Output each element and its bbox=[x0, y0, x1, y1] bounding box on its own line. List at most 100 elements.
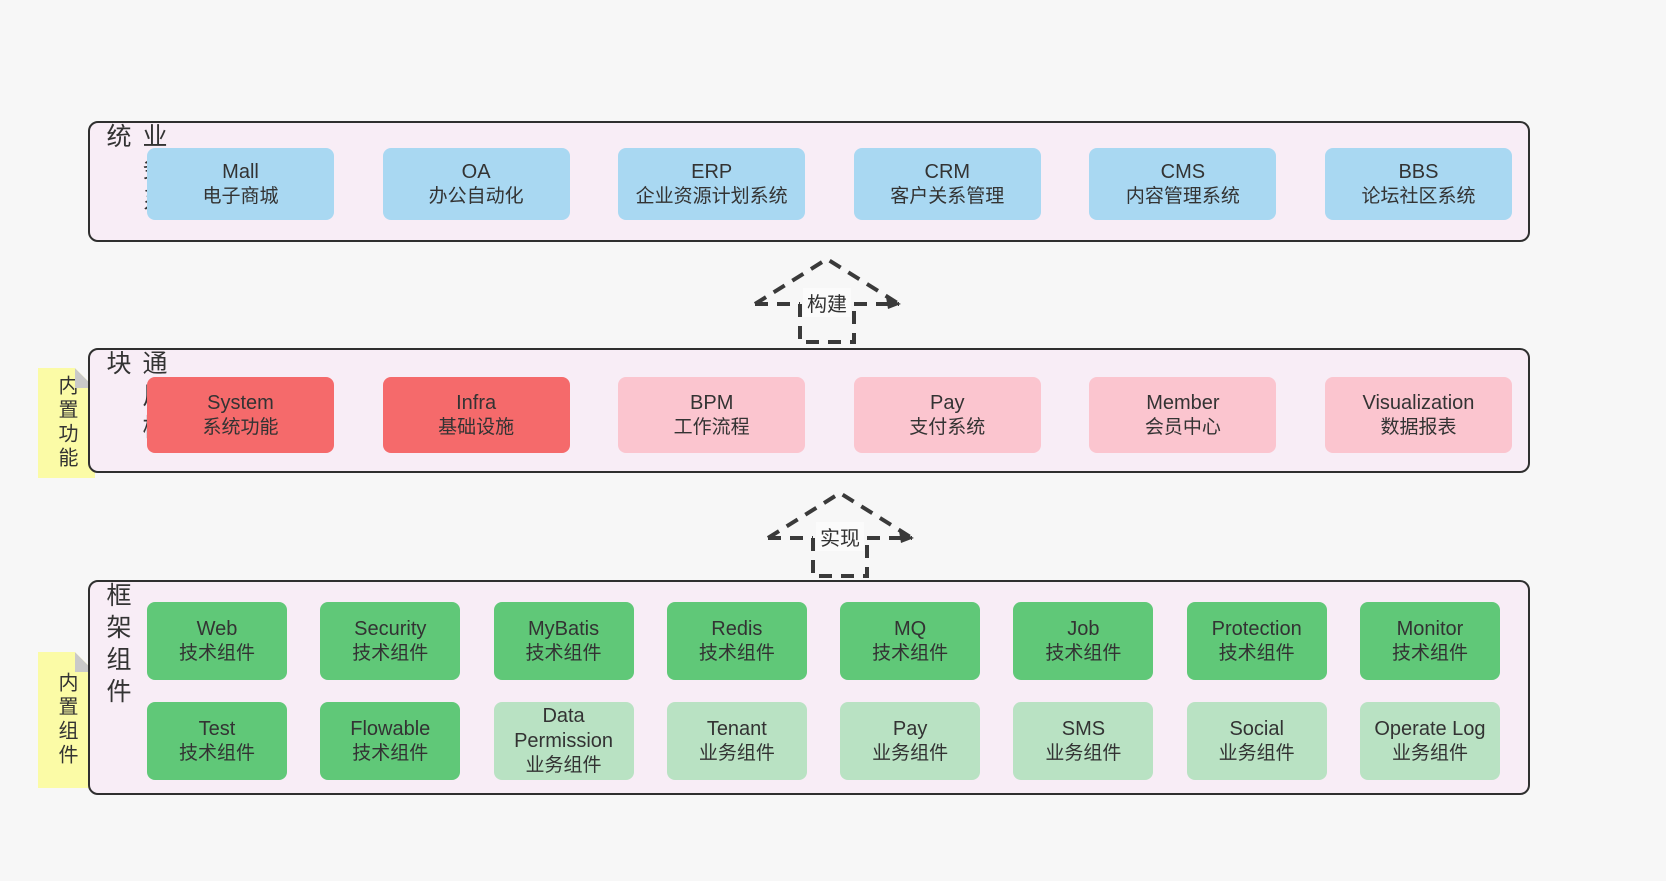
module-name-en: MyBatis bbox=[528, 617, 600, 640]
module-name-en: Pay bbox=[930, 391, 965, 414]
module-name-zh: 论坛社区系统 bbox=[1361, 185, 1476, 207]
module-name-zh: 办公自动化 bbox=[428, 185, 524, 207]
module-name-zh: 内容管理系统 bbox=[1125, 185, 1240, 207]
module-name-zh: 客户关系管理 bbox=[890, 185, 1005, 207]
module-name-en: BPM bbox=[690, 391, 734, 414]
panel-business-systems: 业务系统 Mall电子商城OA办公自动化ERP企业资源计划系统CRM客户关系管理… bbox=[88, 121, 1530, 242]
module-name-en: Monitor bbox=[1396, 617, 1464, 640]
dashed-up-arrow-icon bbox=[753, 256, 901, 344]
module-name-zh: 技术组件 bbox=[352, 642, 429, 664]
module-name-zh: 业务组件 bbox=[1218, 742, 1295, 764]
module-name-zh: 会员中心 bbox=[1144, 416, 1221, 438]
module-name-en: Redis bbox=[711, 617, 763, 640]
module-name-zh: 企业资源计划系统 bbox=[635, 185, 788, 207]
module-name-zh: 技术组件 bbox=[178, 642, 255, 664]
module-name-en: Pay bbox=[892, 717, 928, 740]
arrow-label: 构建 bbox=[803, 288, 851, 317]
sticky-tag-label: 内置组件 bbox=[55, 672, 77, 768]
module-name-en: Web bbox=[196, 617, 238, 640]
module-name-zh: 技术组件 bbox=[1218, 642, 1295, 664]
module-name-zh: 支付系统 bbox=[909, 416, 986, 438]
module-name-zh: 技术组件 bbox=[352, 742, 429, 764]
module-name-en: MQ bbox=[894, 617, 927, 640]
arrow-implement: 实现 bbox=[765, 486, 915, 578]
module-name-zh: 基础设施 bbox=[438, 416, 515, 438]
module-name-zh: 业务组件 bbox=[525, 755, 602, 777]
module-name-en: Data Permission bbox=[514, 705, 614, 753]
sticky-tag-builtin-components: 内置组件 bbox=[38, 652, 95, 788]
module-name-en: CMS bbox=[1160, 160, 1206, 183]
module-name-en: Protection bbox=[1211, 617, 1302, 640]
module-name-zh: 业务组件 bbox=[1391, 742, 1468, 764]
module-name-zh: 业务组件 bbox=[1045, 742, 1122, 764]
sticky-tag-label: 内置功能 bbox=[55, 375, 77, 471]
module-name-zh: 技术组件 bbox=[525, 642, 602, 664]
module-name-zh: 系统功能 bbox=[202, 416, 279, 438]
module-name-en: Member bbox=[1146, 391, 1220, 414]
module-name-en: Test bbox=[198, 717, 236, 740]
module-name-en: OA bbox=[461, 160, 491, 183]
module-name-en: ERP bbox=[691, 160, 733, 183]
module-name-en: Visualization bbox=[1362, 391, 1475, 414]
module-name-en: BBS bbox=[1398, 160, 1439, 183]
module-name-zh: 技术组件 bbox=[178, 742, 255, 764]
module-name-zh: 技术组件 bbox=[1391, 642, 1468, 664]
module-name-en: Flowable bbox=[350, 717, 431, 740]
module-name-en: Operate Log bbox=[1374, 717, 1486, 740]
module-name-zh: 技术组件 bbox=[1045, 642, 1122, 664]
module-name-en: CRM bbox=[924, 160, 971, 183]
sticky-tag-builtin-features: 内置功能 bbox=[38, 368, 95, 478]
dashed-up-arrow-icon bbox=[766, 490, 914, 578]
module-name-en: Security bbox=[354, 617, 427, 640]
module-name-zh: 技术组件 bbox=[698, 642, 775, 664]
module-name-en: Infra bbox=[456, 391, 497, 414]
module-name-en: Job bbox=[1067, 617, 1100, 640]
module-name-en: Mall bbox=[222, 160, 259, 183]
module-name-zh: 工作流程 bbox=[673, 416, 750, 438]
arrow-label: 实现 bbox=[816, 522, 864, 551]
module-name-en: Tenant bbox=[706, 717, 767, 740]
module-name-zh: 电子商城 bbox=[202, 185, 279, 207]
panel-label-framework-components: 框架组件 bbox=[103, 582, 131, 710]
module-name-en: System bbox=[207, 391, 274, 414]
module-name-en: Social bbox=[1229, 717, 1284, 740]
module-name-zh: 业务组件 bbox=[872, 742, 949, 764]
module-name-zh: 技术组件 bbox=[872, 642, 949, 664]
panel-common-modules: 通用模块 System系统功能Infra基础设施BPM工作流程Pay支付系统Me… bbox=[88, 348, 1530, 473]
module-name-zh: 业务组件 bbox=[698, 742, 775, 764]
